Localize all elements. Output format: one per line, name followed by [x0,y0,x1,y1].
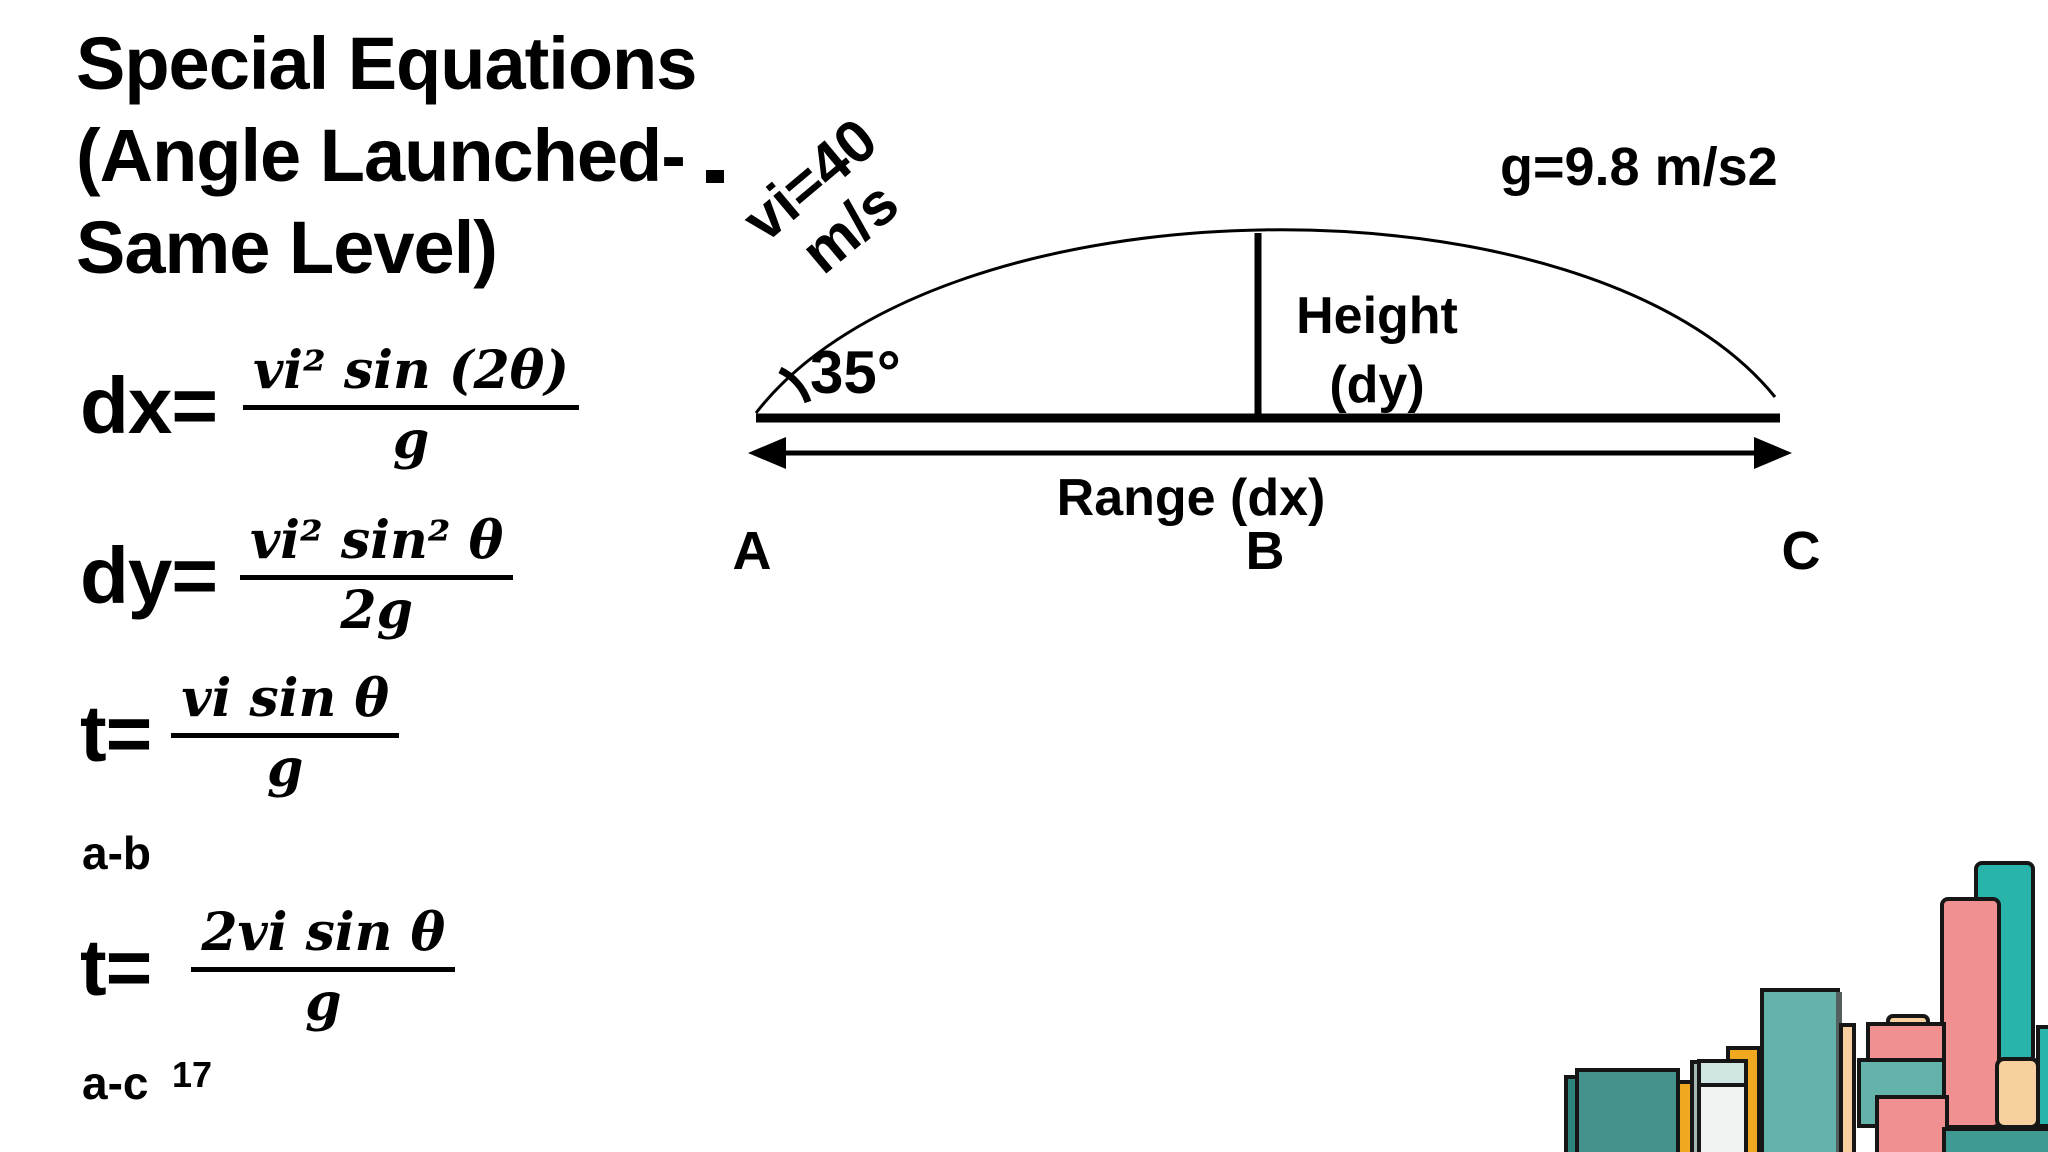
city-skyline [1564,861,2048,1152]
range-arrow [748,437,1792,469]
equation-t-ab-fraction: vi sin θ g [171,667,400,800]
page-title: Special Equations (Angle Launched- Same … [76,18,697,294]
point-label-a: A [732,521,772,581]
trajectory-arc [754,228,1777,414]
title-line-1: Special Equations [76,22,697,105]
equation-dx-lhs: dx= [80,360,218,450]
building-peach-bar [1839,1023,1856,1152]
bullet-square [706,170,724,183]
equation-dy-lhs: dy= [80,530,218,620]
building-peach-block [1995,1057,2040,1129]
equation-t-ab-lhs: t= [80,688,152,778]
equation-dy-fraction: vi² sin² θ 2g [240,509,514,642]
height-label-line-2: (dy) [1329,356,1425,414]
range-label: Range (dx) [1056,469,1326,527]
fraction-numerator: 2vi sin θ [191,901,456,972]
point-label-c: C [1781,521,1821,581]
fraction-denominator: g [305,972,342,1033]
fraction-numerator: vi² sin² θ [240,509,514,580]
fraction-numerator: vi sin θ [171,667,400,738]
gravity-label: g=9.8 m/s2 [1500,137,1778,197]
equation-t-ac: t= 2vi sin θ g [80,901,456,1034]
range-arrow-right-head [1754,437,1792,469]
height-label-line-1: Height [1296,287,1458,345]
building-teal-big [1760,988,1840,1152]
equation-dx-fraction: vi² sin (2θ) g [243,339,579,472]
fraction-denominator: g [392,410,430,471]
equation-dy: dy= vi² sin² θ 2g [80,509,514,642]
building-white-top-band [1697,1059,1748,1087]
height-label: Height (dy) [1277,282,1477,420]
fraction-denominator: g [267,738,304,799]
fraction-denominator: 2g [340,580,413,641]
equation-t-ac-lhs: t= [80,922,152,1012]
interval-label-ab: a-b [82,827,151,879]
building-teal-bottom-strip [1942,1127,2048,1152]
interval-label-ac: a-c [82,1057,149,1109]
building-salmon-tower [1940,897,2001,1129]
equation-t-ab: t= vi sin θ g [80,667,400,800]
fraction-numerator: vi² sin (2θ) [243,339,579,410]
angle-arc [778,366,812,404]
range-arrow-left-head [748,437,786,469]
page-number: 17 [172,1054,213,1095]
skyline-buildings [1564,861,2048,1152]
building-salmon-low [1875,1095,1949,1152]
building-teal-left [1575,1068,1680,1152]
point-label-b: B [1245,521,1285,581]
building-salmon-mid [1866,1022,1946,1064]
equation-dx: dx= vi² sin (2θ) g [80,339,579,472]
angle-label: 35° [810,339,901,406]
title-line-2: (Angle Launched- [76,114,686,197]
title-line-3: Same Level) [76,206,498,289]
equation-t-ac-fraction: 2vi sin θ g [191,901,456,1034]
